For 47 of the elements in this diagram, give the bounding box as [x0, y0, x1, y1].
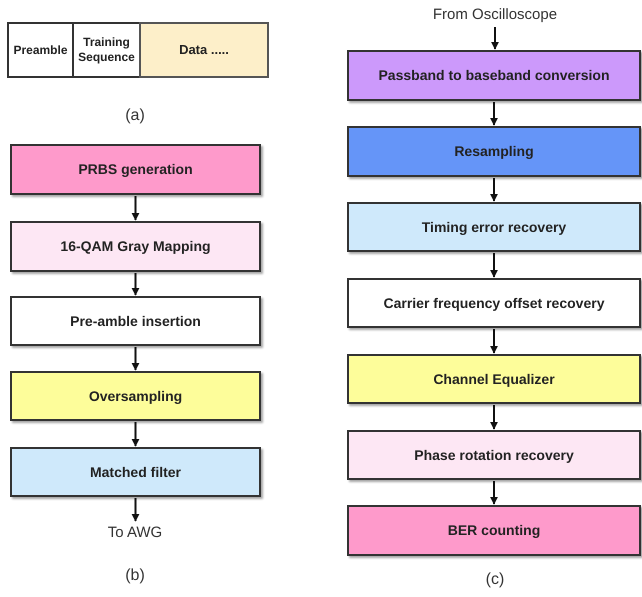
process-box [10, 144, 261, 195]
frame-segment [7, 22, 74, 78]
panel-label: (a) [124, 106, 146, 126]
arrow [490, 481, 498, 505]
arrow [490, 329, 498, 354]
panel-label: (c) [484, 570, 506, 590]
process-box [347, 505, 641, 556]
process-box [10, 447, 261, 497]
arrow [490, 178, 498, 202]
box-label: Preamble [12, 42, 69, 58]
frame-segment [72, 22, 141, 78]
box-label: Resampling [453, 142, 535, 161]
box-label: Matched filter [88, 462, 182, 482]
process-box [347, 50, 641, 101]
arrow [132, 347, 140, 371]
arrow [132, 196, 140, 221]
process-box [347, 430, 641, 480]
frame-segment [139, 22, 269, 78]
panel-label: (b) [124, 566, 146, 586]
box-label: Oversampling [88, 386, 184, 406]
arrow [490, 253, 498, 278]
arrow [490, 405, 498, 430]
process-box [347, 126, 641, 177]
box-label: BER counting [446, 521, 542, 540]
box-label: Carrier frequency offset recovery [382, 294, 606, 313]
arrow [132, 498, 140, 522]
process-box [347, 278, 641, 328]
box-label: Passband to baseband conversion [377, 66, 611, 85]
process-box [10, 371, 261, 421]
process-box [347, 202, 641, 252]
box-label: Timing error recovery [420, 218, 568, 237]
arrow [490, 102, 498, 126]
output-label: To AWG [95, 522, 175, 544]
process-box [347, 354, 641, 404]
input-label: From Oscilloscope [420, 4, 570, 26]
arrow [132, 422, 140, 447]
process-box [10, 221, 261, 272]
box-label: 16-QAM Gray Mapping [59, 237, 212, 256]
box-label: Phase rotation recovery [413, 446, 575, 465]
process-box [10, 296, 261, 346]
box-label: PRBS generation [77, 160, 194, 179]
arrow [491, 27, 499, 50]
box-label: Training Sequence [77, 35, 136, 65]
arrow [132, 273, 140, 296]
box-label: Pre-amble insertion [69, 312, 202, 330]
box-label: Data ..... [178, 42, 230, 58]
box-label: Channel Equalizer [432, 370, 556, 389]
